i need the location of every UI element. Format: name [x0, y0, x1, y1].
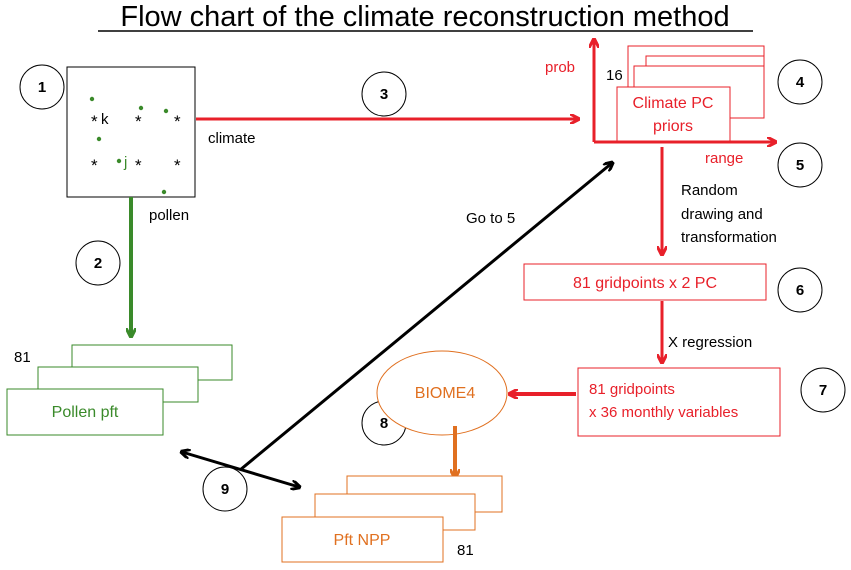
pft-npp-stack: Pft NPP 81 — [281, 475, 503, 563]
step-number-9: 9 — [221, 481, 229, 498]
climate-pc-label-line1: Climate PC — [633, 95, 714, 112]
x-regression-label: X regression — [668, 334, 752, 351]
grid-label-k: k — [101, 111, 109, 128]
random-label-line3: transformation — [681, 229, 777, 246]
biome4-ellipse — [376, 350, 508, 436]
step-number-5: 5 — [796, 157, 804, 174]
grid-star: * — [174, 112, 181, 131]
grid-star: * — [91, 112, 98, 131]
step-circle-3: 3 — [361, 71, 407, 117]
climate-pc-priors-plot: prob range 16 Climate PC priors — [545, 40, 775, 167]
biome4-label: BIOME4 — [415, 385, 476, 402]
climate-pc-count: 16 — [606, 67, 623, 84]
grid-dot — [89, 96, 95, 102]
step-number-7: 7 — [819, 382, 827, 399]
range-axis-label: range — [705, 150, 743, 167]
step-number-4: 4 — [796, 74, 805, 91]
step-number-3: 3 — [380, 86, 388, 103]
pollen-pft-stack: 81 Pollen pft — [6, 344, 233, 436]
pft-npp-count: 81 — [457, 542, 474, 559]
grid-dot — [163, 108, 169, 114]
gridpoints-pc-label: 81 gridpoints x 2 PC — [573, 275, 717, 292]
pollen-pft-box — [6, 388, 164, 436]
grid-star: * — [91, 156, 98, 175]
step-circle-1: 1 — [19, 64, 65, 110]
step-circle-7: 7 — [800, 367, 846, 413]
prob-axis-label: prob — [545, 59, 575, 76]
go-to-5-label: Go to 5 — [466, 210, 515, 227]
random-label-line2: drawing and — [681, 206, 763, 223]
grid-dot — [138, 105, 144, 111]
pollen-pft-count: 81 — [14, 349, 31, 366]
pft-npp-box — [281, 516, 444, 563]
pollen-label: pollen — [149, 207, 189, 224]
gridpoints-monthly-line1: 81 gridpoints — [589, 381, 675, 398]
grid-label-j: j — [123, 154, 127, 171]
step-number-2: 2 — [94, 255, 102, 272]
step-circle-9: 9 — [202, 466, 248, 512]
gridpoints-monthly-box — [577, 367, 781, 437]
gridpoints-monthly-line2: x 36 monthly variables — [589, 404, 738, 421]
pollen-grid-box: * k * * * j * * — [66, 66, 196, 198]
climate-pc-label-line2: priors — [653, 118, 693, 135]
grid-dot — [96, 136, 102, 142]
grid-star: * — [135, 156, 142, 175]
grid-star: * — [135, 112, 142, 131]
step-number-6: 6 — [796, 282, 804, 299]
random-label-line1: Random — [681, 182, 738, 199]
step-number-8: 8 — [380, 415, 388, 432]
pft-npp-label: Pft NPP — [334, 532, 391, 549]
diagram-title: Flow chart of the climate reconstruction… — [120, 1, 729, 33]
pollen-pft-label: Pollen pft — [52, 404, 119, 421]
step-circle-6: 6 — [777, 267, 823, 313]
go-to-5-arrow — [239, 163, 612, 472]
grid-dot — [116, 158, 122, 164]
step-circle-5: 5 — [777, 142, 823, 188]
step-circle-2: 2 — [75, 240, 121, 286]
step-circle-4: 4 — [777, 59, 823, 105]
step-number-1: 1 — [38, 79, 46, 96]
climate-pc-priors-box — [616, 86, 731, 142]
grid-dot — [161, 189, 167, 195]
climate-label: climate — [208, 130, 256, 147]
gridpoints-pc-box — [523, 263, 767, 301]
grid-star: * — [174, 156, 181, 175]
